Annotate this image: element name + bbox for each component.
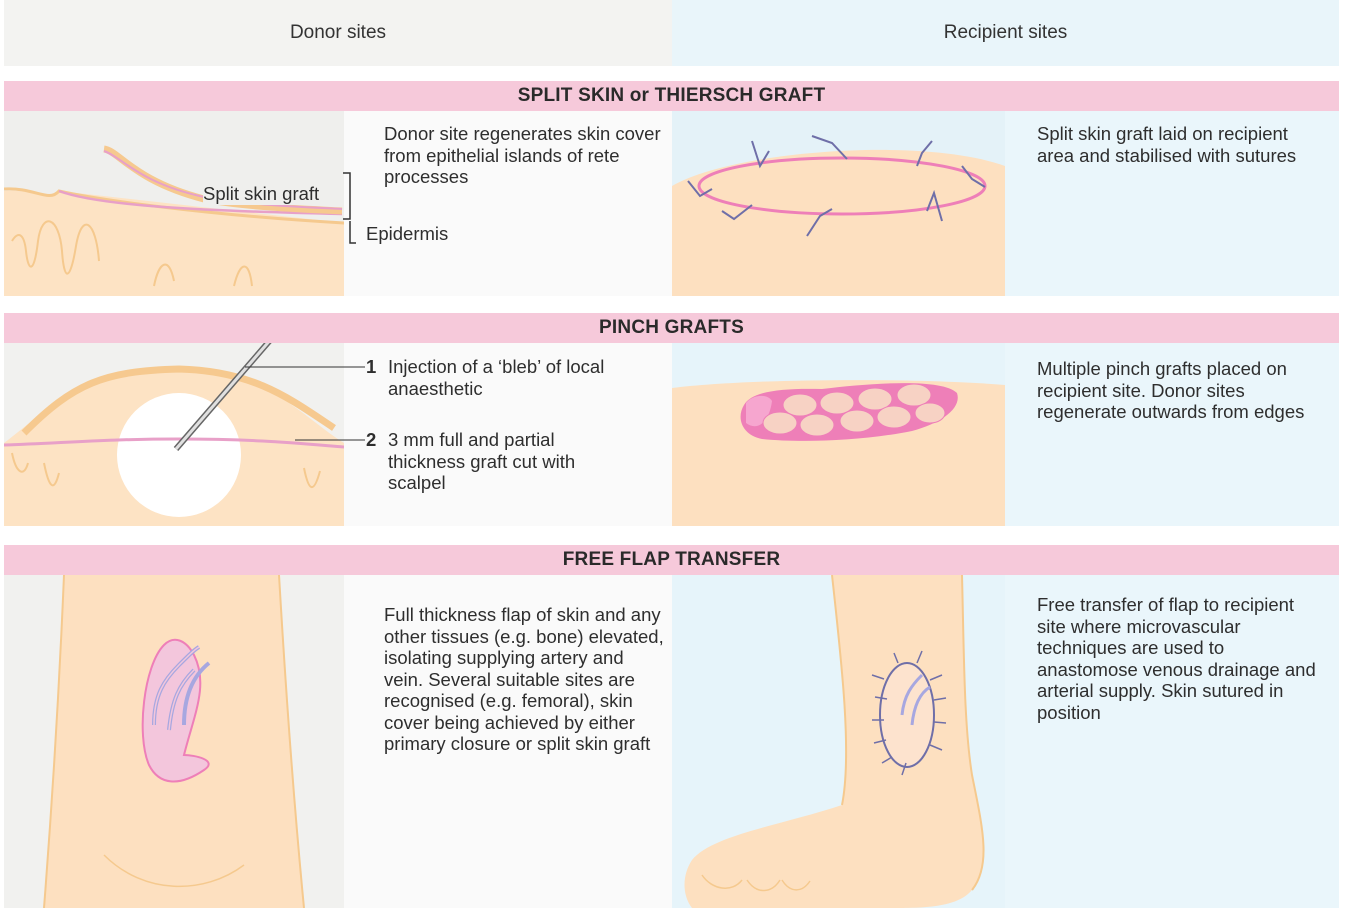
bracket-graft <box>340 171 360 251</box>
label-split-skin-graft: Split skin graft <box>203 183 319 205</box>
pinch-leader-lines <box>240 360 370 450</box>
section-title-split-skin: SPLIT SKIN or THIERSCH GRAFT <box>4 81 1339 111</box>
pinch-recipient-illustration <box>672 343 1005 526</box>
pinch-recipient-text: Multiple pinch grafts placed on recipien… <box>1037 358 1317 423</box>
pinch-step-2-text: 3 mm full and partial thickness graft cu… <box>388 429 628 494</box>
split-skin-recipient-text: Split skin graft laid on recipient area … <box>1037 123 1317 166</box>
flap-donor-illustration <box>4 575 344 908</box>
split-skin-recipient-illustration <box>672 111 1005 296</box>
recipient-column-header: Recipient sites <box>672 0 1339 66</box>
pinch-step-2-number: 2 <box>366 429 376 451</box>
donor-column-header: Donor sites <box>4 0 672 66</box>
section-title-free-flap: FREE FLAP TRANSFER <box>4 545 1339 575</box>
pinch-step-1-text: Injection of a ‘bleb’ of local anaesthet… <box>388 356 658 399</box>
flap-recipient-text: Free transfer of flap to recipient site … <box>1037 594 1322 723</box>
split-skin-donor-text: Donor site regenerates skin cover from e… <box>384 123 664 188</box>
pinch-step-1-number: 1 <box>366 356 376 378</box>
label-epidermis: Epidermis <box>366 223 448 245</box>
section-title-pinch-grafts: PINCH GRAFTS <box>4 313 1339 343</box>
flap-recipient-illustration <box>672 575 1005 908</box>
flap-donor-text: Full thickness flap of skin and any othe… <box>384 604 664 755</box>
